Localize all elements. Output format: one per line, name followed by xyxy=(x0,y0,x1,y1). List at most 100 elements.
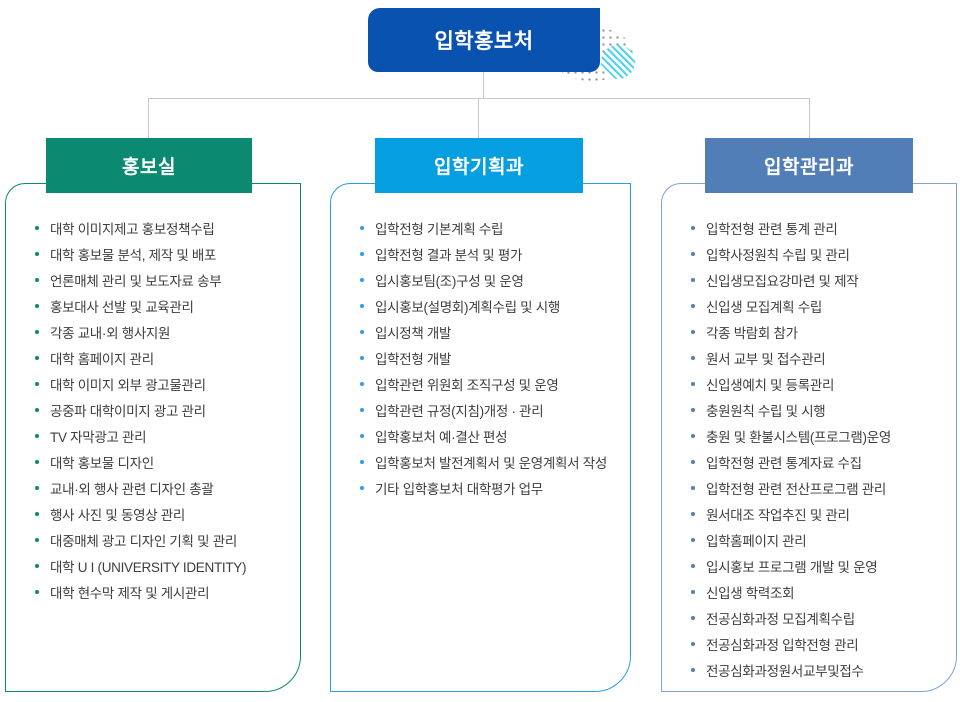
duty-list-item-label: 입학홍보처 예·결산 편성 xyxy=(375,430,508,445)
duty-list-item: 대학 이미지제고 홍보정책수립 xyxy=(35,215,296,241)
bullet-dot-icon xyxy=(691,382,695,386)
duty-list-item-label: 신입생예치 및 등록관리 xyxy=(706,378,835,393)
duty-list-item: 신입생 학력조회 xyxy=(691,579,952,605)
duty-list-item-label: 교내·외 행사 관련 디자인 총괄 xyxy=(50,482,214,497)
duty-list-item-label: 신입생 모집계획 수립 xyxy=(706,300,822,315)
duty-list-item: 입학홍보처 예·결산 편성 xyxy=(360,423,626,449)
duty-list-item: 기타 입학홍보처 대학평가 업무 xyxy=(360,475,626,501)
bullet-dot-icon xyxy=(35,512,39,516)
duty-list-item-label: 입학사정원칙 수립 및 관리 xyxy=(706,248,850,263)
duty-list-item-label: 원서 교부 및 접수관리 xyxy=(706,352,826,367)
duty-list-item-label: 대학 U I (UNIVERSITY IDENTITY) xyxy=(50,560,247,575)
duty-list-item: 입시홍보팀(조)구성 및 운영 xyxy=(360,267,626,293)
bullet-dot-icon xyxy=(691,408,695,412)
duty-list-item-label: 입학관련 위원회 조직구성 및 운영 xyxy=(375,378,559,393)
bullet-dot-icon xyxy=(35,226,39,230)
bullet-dot-icon xyxy=(35,330,39,334)
duty-list-item-label: 각종 교내·외 행사지원 xyxy=(50,326,171,341)
connector-drop-center xyxy=(478,98,479,138)
department-card-ipak-gihoekgwa: 입학기획과 입학전형 기본계획 수립 입학전형 결과 분석 및 평가 입시홍보팀… xyxy=(330,138,631,692)
bullet-dot-icon xyxy=(691,486,695,490)
duty-list-item-label: 입학전형 관련 전산프로그램 관리 xyxy=(706,482,887,497)
bullet-dot-icon xyxy=(691,226,695,230)
bullet-dot-icon xyxy=(691,668,695,672)
duty-list-item: 충원 및 환불시스템(프로그램)운영 xyxy=(691,423,952,449)
duty-list-item: 입시홍보(설명회)계획수립 및 시행 xyxy=(360,293,626,319)
bullet-dot-icon xyxy=(35,434,39,438)
duty-list-item: 입학홈페이지 관리 xyxy=(691,527,952,553)
duty-list: 대학 이미지제고 홍보정책수립 대학 홍보물 분석, 제작 및 배포 언론매체 … xyxy=(6,184,300,605)
duty-list-item: 교내·외 행사 관련 디자인 총괄 xyxy=(35,475,296,501)
duty-list-item-label: 입학홍보처 발전계획서 및 운영계획서 작성 xyxy=(375,456,607,471)
duty-list-item: 입학홍보처 발전계획서 및 운영계획서 작성 xyxy=(360,449,626,475)
duty-list-item: 대학 홍보물 디자인 xyxy=(35,449,296,475)
bullet-dot-icon xyxy=(691,460,695,464)
duty-list-item: 전공심화과정 모집계획수립 xyxy=(691,605,952,631)
bullet-dot-icon xyxy=(691,252,695,256)
duty-list-item-label: 원서대조 작업추진 및 관리 xyxy=(706,508,850,523)
bullet-dot-icon xyxy=(360,304,364,308)
department-header: 입학관리과 xyxy=(705,138,913,193)
connector-horizontal-bar xyxy=(148,98,810,99)
bullet-dot-icon xyxy=(360,408,364,412)
duty-list-item-label: 입학홈페이지 관리 xyxy=(706,534,807,549)
bullet-dot-icon xyxy=(691,590,695,594)
duty-list-item: 각종 교내·외 행사지원 xyxy=(35,319,296,345)
bullet-dot-icon xyxy=(35,408,39,412)
duty-list-item: 대중매체 광고 디자인 기획 및 관리 xyxy=(35,527,296,553)
bullet-dot-icon xyxy=(360,252,364,256)
duty-list-item-label: 입학전형 기본계획 수립 xyxy=(375,222,504,237)
duty-list-item: 원서대조 작업추진 및 관리 xyxy=(691,501,952,527)
bullet-dot-icon xyxy=(691,512,695,516)
bullet-dot-icon xyxy=(360,434,364,438)
duty-list-item: 입시정책 개발 xyxy=(360,319,626,345)
bullet-dot-icon xyxy=(360,330,364,334)
bullet-dot-icon xyxy=(691,356,695,360)
duty-list-item-label: 대학 현수막 제작 및 게시관리 xyxy=(50,586,210,601)
duty-list-item-label: 입시홍보(설명회)계획수립 및 시행 xyxy=(375,300,560,315)
duty-list-item: 신입생 모집계획 수립 xyxy=(691,293,952,319)
duty-list-item: 충원원칙 수립 및 시행 xyxy=(691,397,952,423)
duty-list-item-label: 충원 및 환불시스템(프로그램)운영 xyxy=(706,430,891,445)
duty-list-item: 홍보대사 선발 및 교육관리 xyxy=(35,293,296,319)
duty-list-item: 입학관련 위원회 조직구성 및 운영 xyxy=(360,371,626,397)
duty-list-item-label: 입시정책 개발 xyxy=(375,326,452,341)
duty-list-item: 신입생예치 및 등록관리 xyxy=(691,371,952,397)
root-node-title: 입학홍보처 xyxy=(434,30,534,53)
duty-list-item-label: 전공심화과정 입학전형 관리 xyxy=(706,638,859,653)
duty-list-item: 원서 교부 및 접수관리 xyxy=(691,345,952,371)
duty-list-item-label: 대학 홍보물 디자인 xyxy=(50,456,154,471)
duty-list-item-label: 공중파 대학이미지 광고 관리 xyxy=(50,404,206,419)
duty-list-item: 입학관련 규정(지침)개정 · 관리 xyxy=(360,397,626,423)
bullet-dot-icon xyxy=(35,486,39,490)
duty-list-item: 신입생모집요강마련 및 제작 xyxy=(691,267,952,293)
duty-list-item-label: 각종 박람회 참가 xyxy=(706,326,798,341)
duty-list-item-label: 입학전형 관련 통계자료 수집 xyxy=(706,456,862,471)
connector-root-stem xyxy=(483,72,484,99)
bullet-dot-icon xyxy=(691,642,695,646)
department-card-ipak-gwalligwa: 입학관리과 입학전형 관련 통계 관리 입학사정원칙 수립 및 관리 신입생모집… xyxy=(661,138,957,692)
duty-list-item: 입학전형 개발 xyxy=(360,345,626,371)
bullet-dot-icon xyxy=(691,538,695,542)
duty-list-item: 행사 사진 및 동영상 관리 xyxy=(35,501,296,527)
department-header: 홍보실 xyxy=(46,138,252,193)
bullet-dot-icon xyxy=(691,304,695,308)
duty-list-item-label: 입학전형 개발 xyxy=(375,352,452,367)
bullet-dot-icon xyxy=(360,486,364,490)
bullet-dot-icon xyxy=(35,356,39,360)
duty-list-item-label: 대학 이미지제고 홍보정책수립 xyxy=(50,222,215,237)
bullet-dot-icon xyxy=(35,460,39,464)
duty-list-item-label: 신입생모집요강마련 및 제작 xyxy=(706,274,859,289)
department-title: 입학관리과 xyxy=(764,157,854,178)
bullet-dot-icon xyxy=(35,564,39,568)
duty-list: 입학전형 관련 통계 관리 입학사정원칙 수립 및 관리 신입생모집요강마련 및… xyxy=(662,184,956,683)
bullet-dot-icon xyxy=(360,460,364,464)
duty-list-item-label: 전공심화과정 모집계획수립 xyxy=(706,612,855,627)
duty-list-item: 전공심화과정원서교부및접수 xyxy=(691,657,952,683)
duty-list-item: 언론매체 관리 및 보도자료 송부 xyxy=(35,267,296,293)
bullet-dot-icon xyxy=(35,382,39,386)
duty-list-item: 입시홍보 프로그램 개발 및 운영 xyxy=(691,553,952,579)
duty-list-item: 공중파 대학이미지 광고 관리 xyxy=(35,397,296,423)
department-title: 홍보실 xyxy=(122,157,176,178)
